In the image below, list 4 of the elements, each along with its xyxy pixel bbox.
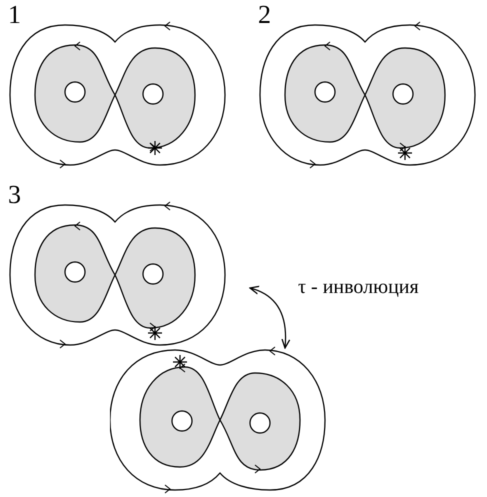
figure-number: 2 — [258, 2, 271, 28]
curved-arrow — [249, 286, 290, 349]
figure-number: 1 — [8, 2, 21, 28]
figure-number: 3 — [8, 182, 21, 208]
